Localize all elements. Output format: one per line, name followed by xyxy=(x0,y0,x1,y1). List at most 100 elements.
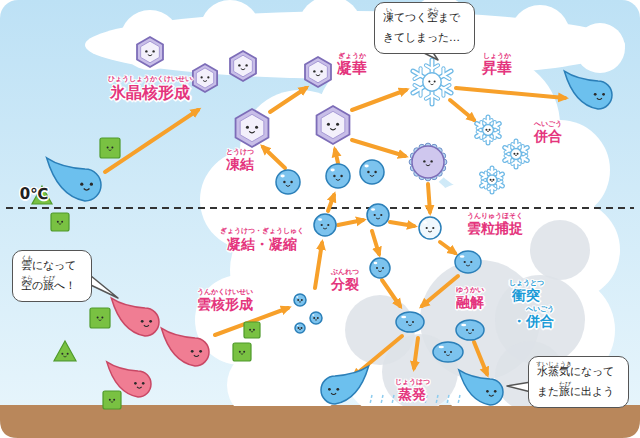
drop-shine xyxy=(280,175,284,178)
flake-branch xyxy=(484,138,488,140)
process-arrow xyxy=(456,88,565,98)
eye xyxy=(238,64,240,66)
flake-core xyxy=(483,125,494,136)
eye xyxy=(428,81,430,83)
flake-branch xyxy=(522,158,524,162)
flake-branch xyxy=(442,68,444,75)
drop-shine xyxy=(439,346,444,348)
spirit-body xyxy=(321,366,369,404)
spirit-body xyxy=(107,362,151,397)
eye xyxy=(333,175,335,177)
eye xyxy=(594,93,597,96)
aerosol-particle xyxy=(233,343,251,361)
eye xyxy=(374,171,376,173)
eye xyxy=(513,153,515,155)
flake-branch xyxy=(523,150,527,152)
eye xyxy=(432,227,434,229)
rain-streak xyxy=(392,395,394,404)
drop-body xyxy=(314,214,336,236)
furigana-reading: へいごう xyxy=(534,120,562,128)
mouth xyxy=(144,325,149,326)
graupel xyxy=(409,143,447,181)
eye xyxy=(283,181,285,183)
flake-branch xyxy=(497,184,499,188)
snowflake xyxy=(505,141,528,167)
mouth xyxy=(515,155,517,157)
crystal-outer xyxy=(137,37,163,67)
crystal-outer xyxy=(230,51,256,81)
eye xyxy=(67,353,69,355)
drop-shine xyxy=(312,314,314,315)
furigana-reading: すいじょうき xyxy=(536,361,572,367)
eye xyxy=(486,390,489,393)
mouth xyxy=(315,319,317,321)
process-arrow xyxy=(474,342,487,374)
eye xyxy=(152,50,154,52)
cloud-puff xyxy=(200,0,260,60)
eye xyxy=(201,76,203,78)
process-arrow xyxy=(382,280,400,306)
spirit-body xyxy=(459,370,503,405)
flake-core xyxy=(423,73,441,91)
flake-branch xyxy=(414,85,420,89)
speech-bubble: 凍てつく空まで きてしまった…いそら xyxy=(374,2,475,54)
speech-bubble: 水蒸気になって また旅に出ようすいじょうきたび xyxy=(528,356,629,408)
process-arrow xyxy=(352,90,406,110)
flake-branch xyxy=(426,95,432,99)
drop-body xyxy=(276,170,300,194)
flake-branch xyxy=(485,173,487,177)
eye xyxy=(255,126,258,129)
eye xyxy=(494,390,497,393)
furigana-reading: しょうとつ xyxy=(509,279,544,287)
mouth xyxy=(428,231,432,232)
ice-crystal xyxy=(193,64,217,92)
eye xyxy=(327,224,329,226)
drop-body xyxy=(396,312,424,332)
eye xyxy=(517,153,519,155)
eye xyxy=(336,123,339,126)
eye xyxy=(374,214,376,216)
flake-branch xyxy=(432,65,438,69)
mouth xyxy=(111,401,114,403)
mouth xyxy=(489,395,494,396)
eye xyxy=(97,317,99,319)
water-drop xyxy=(433,342,463,362)
process-arrow xyxy=(390,222,414,226)
water-drop xyxy=(370,258,390,278)
aerosol-particle xyxy=(90,308,110,328)
eye xyxy=(485,129,487,131)
eye xyxy=(412,321,414,323)
drop-body xyxy=(370,258,390,278)
process-arrow xyxy=(372,231,379,254)
eye xyxy=(290,181,292,183)
crystal-outer xyxy=(236,109,269,147)
eye xyxy=(321,224,323,226)
drop-shine xyxy=(460,255,465,258)
furigana-reading: うんかくけいせい xyxy=(197,288,253,296)
eye xyxy=(298,327,300,329)
process-arrow xyxy=(422,276,458,306)
eye xyxy=(470,261,472,263)
process-arrow xyxy=(440,242,455,253)
mouth xyxy=(137,387,142,388)
eye xyxy=(464,261,466,263)
mouth xyxy=(194,355,199,356)
process-label: 併合 xyxy=(534,128,562,144)
furigana-reading: そら xyxy=(21,275,33,281)
eye xyxy=(246,126,249,129)
flake-branch xyxy=(498,176,501,178)
water-drop xyxy=(419,217,441,239)
furigana-reading: そら xyxy=(427,7,439,13)
aerosol-square xyxy=(90,308,110,328)
drop-shine xyxy=(297,325,299,326)
vapor-spirit xyxy=(111,298,159,336)
eye xyxy=(444,351,446,353)
eye xyxy=(245,64,247,66)
cloud xyxy=(85,0,625,406)
drop-shine xyxy=(371,208,375,211)
drop-body xyxy=(455,251,481,273)
flake-branch xyxy=(482,182,485,184)
mouth xyxy=(286,185,290,186)
eye xyxy=(134,382,137,385)
